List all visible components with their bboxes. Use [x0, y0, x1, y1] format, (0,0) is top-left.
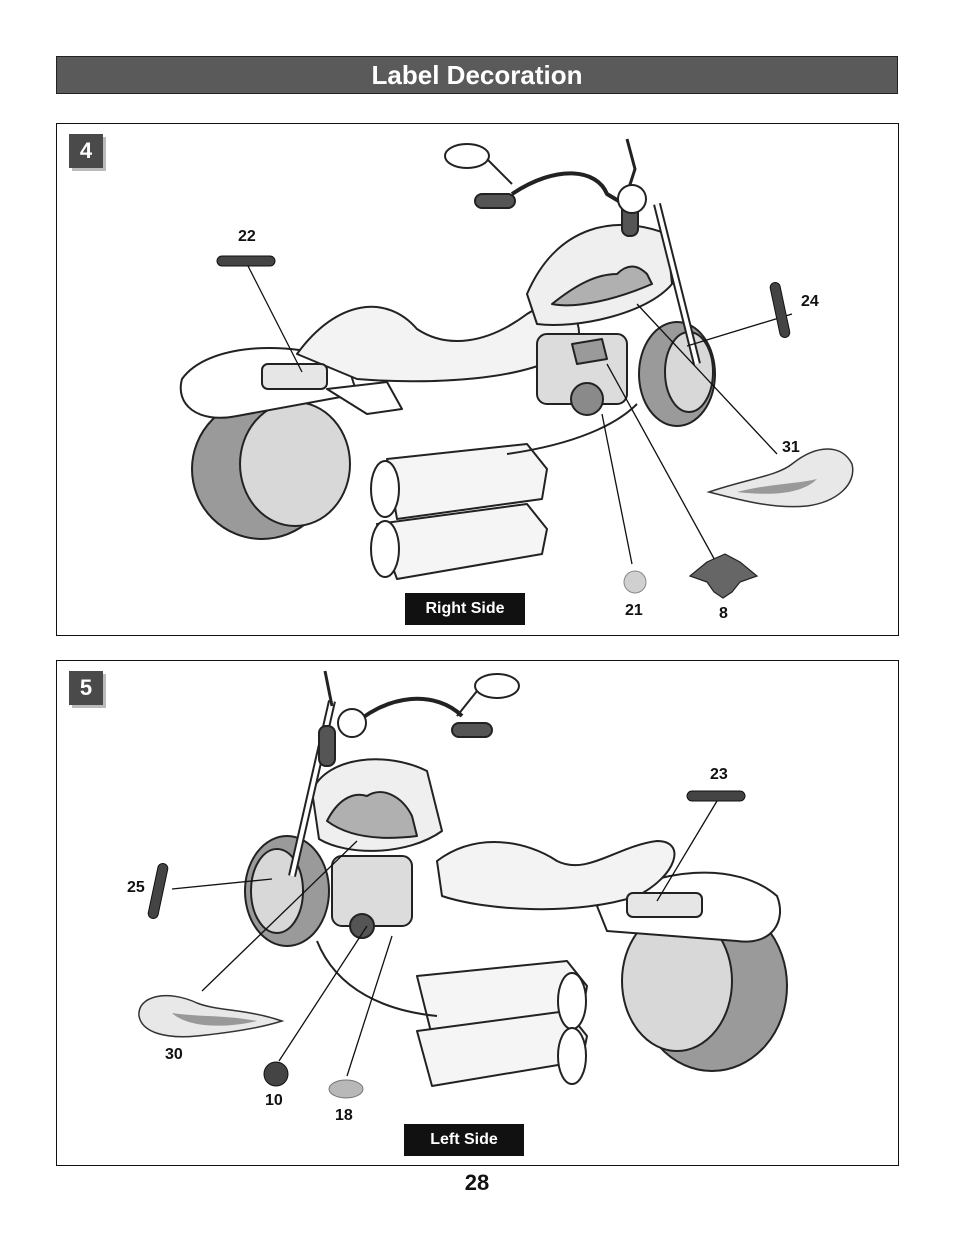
callout-22: 22: [238, 228, 256, 245]
callout-24: 24: [801, 293, 819, 310]
label-31-flame-decal: [706, 448, 854, 508]
label-22-strip: [216, 255, 276, 267]
label-21-disc: [623, 570, 647, 594]
step-number: 5: [69, 671, 103, 705]
label-24-strip: [769, 282, 791, 338]
label-25-strip: [147, 863, 169, 919]
label-8-eagle-emblem: [688, 553, 759, 599]
page-title: Label Decoration: [56, 56, 898, 94]
callout-23: 23: [710, 766, 728, 783]
right-side-motorcycle-diagram: [179, 138, 854, 599]
callout-30: 30: [165, 1046, 183, 1063]
label-10-badge: [263, 1061, 289, 1087]
callout-21: 21: [625, 602, 643, 619]
step-number: 4: [69, 134, 103, 168]
callout-25: 25: [127, 879, 145, 896]
left-side-motorcycle-diagram: [138, 670, 788, 1099]
callout-18: 18: [335, 1107, 353, 1124]
label-23-strip: [686, 790, 746, 802]
step-5-panel: 5 23 25 30 10 18 Left Side: [56, 660, 899, 1166]
callout-8: 8: [719, 605, 728, 622]
callout-10: 10: [265, 1092, 283, 1109]
callout-31: 31: [782, 439, 800, 456]
page-number: 28: [464, 1170, 490, 1195]
right-side-label: Right Side: [405, 593, 525, 625]
left-side-label: Left Side: [404, 1124, 524, 1156]
label-18-oval: [328, 1079, 364, 1099]
step-4-panel: 4 22 24 31 21 8 Right Side: [56, 123, 899, 636]
